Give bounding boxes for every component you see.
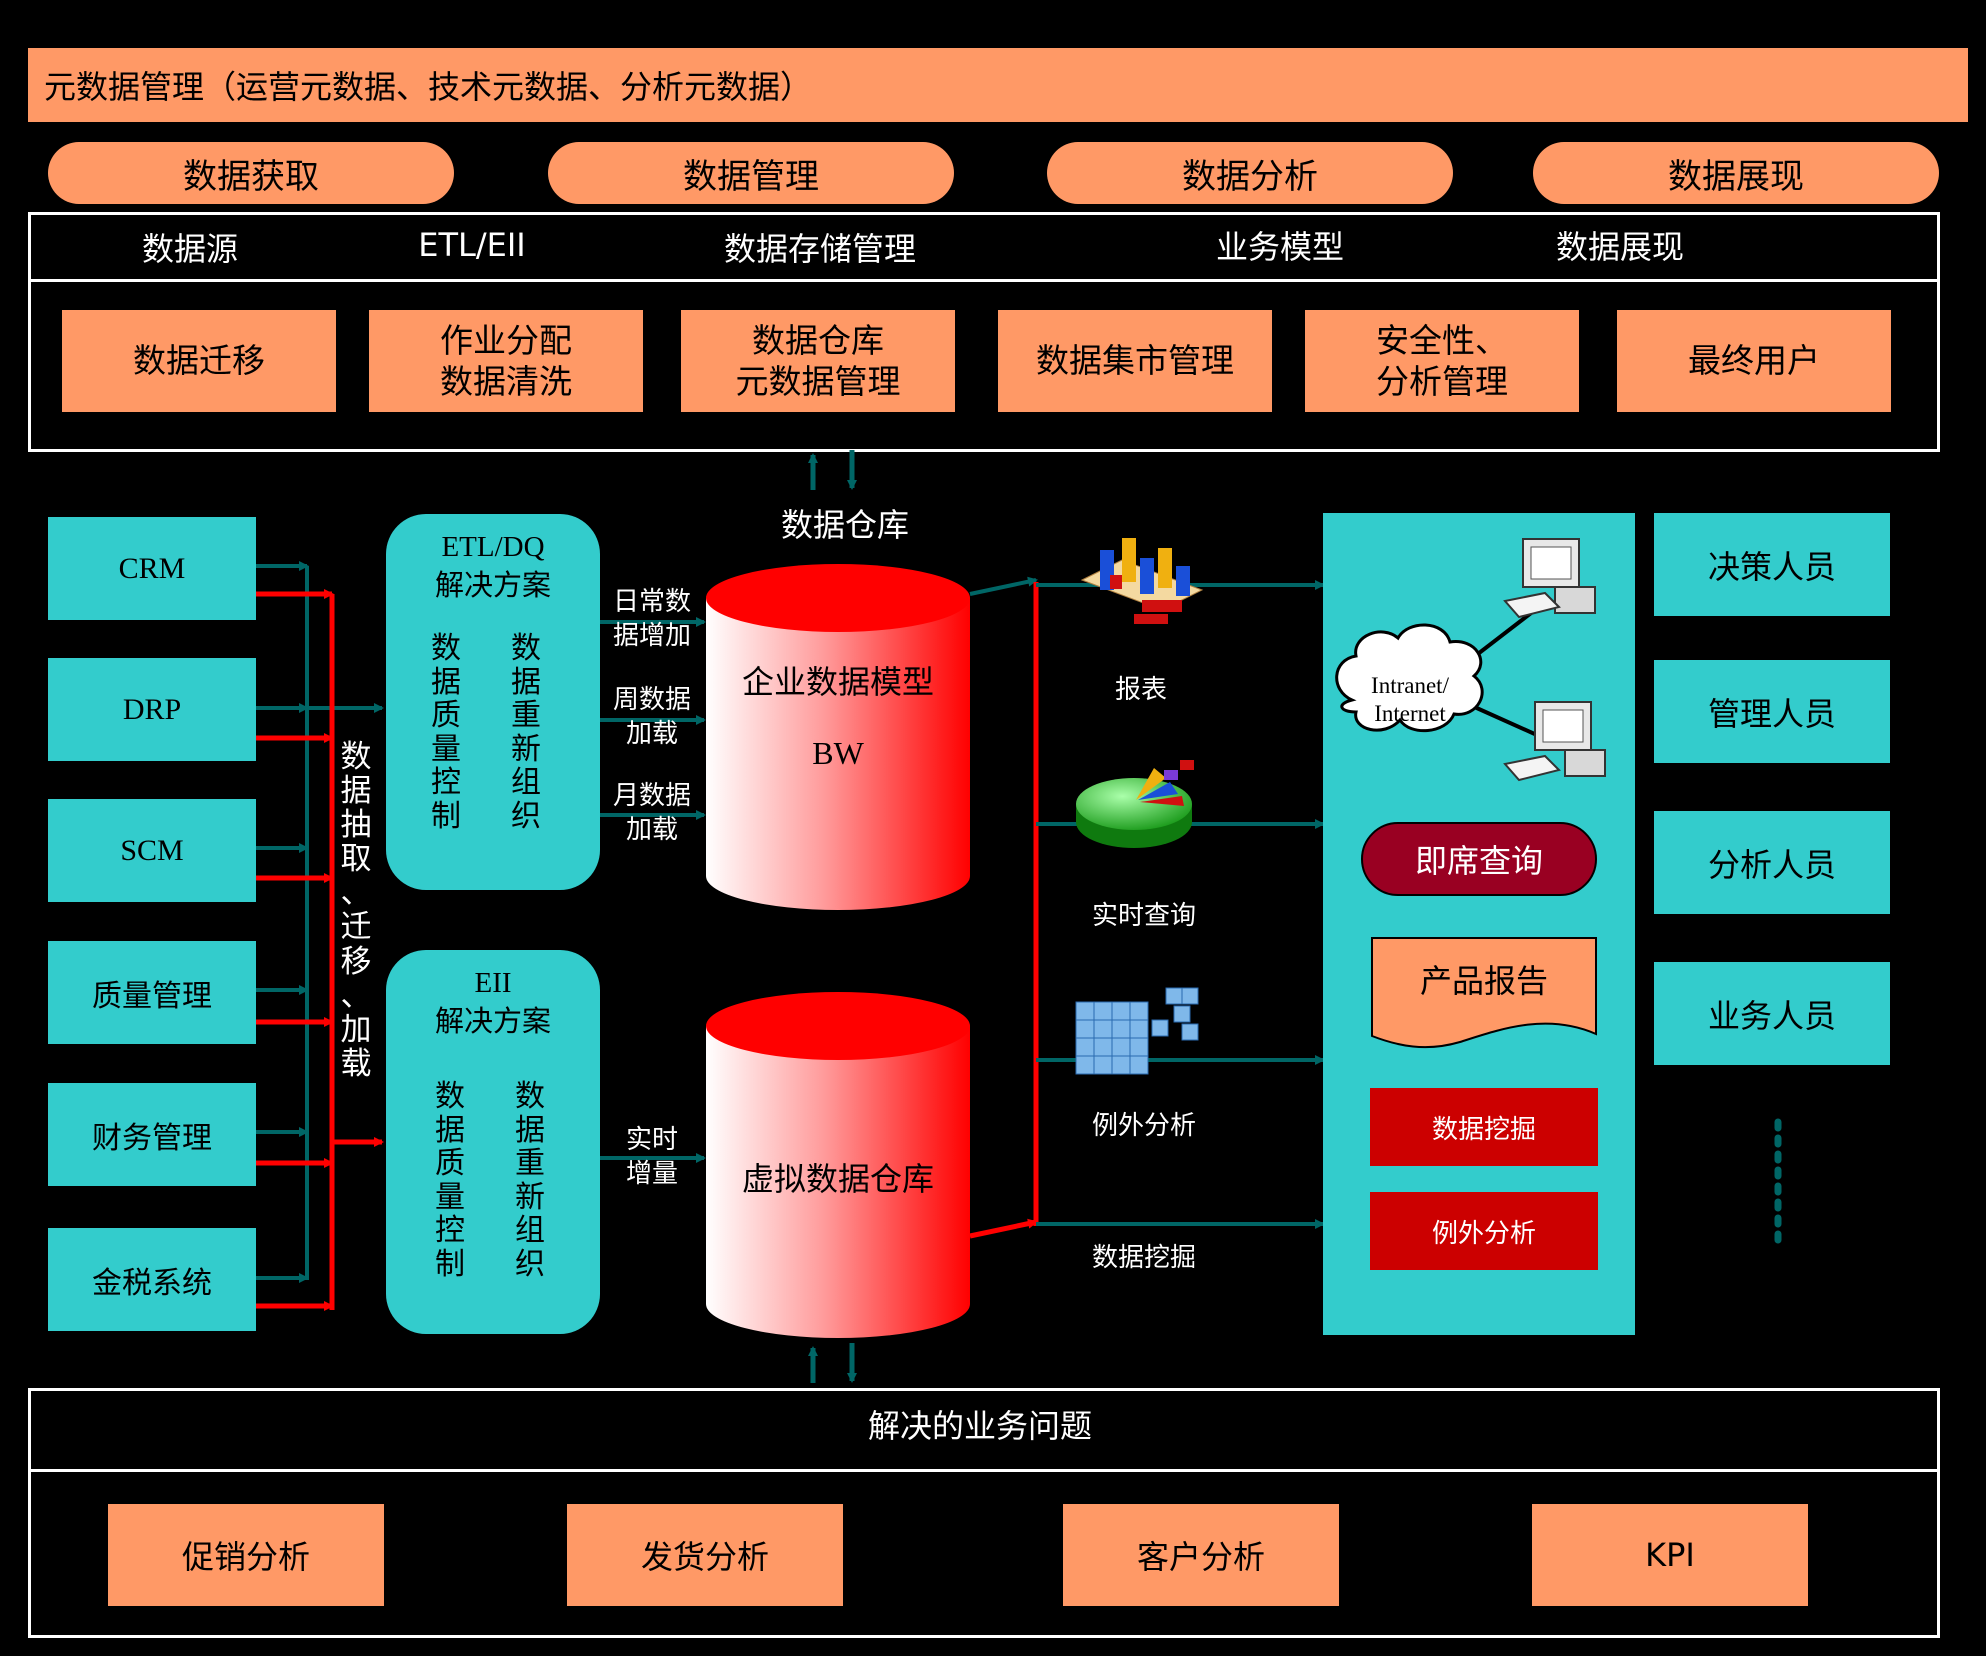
problem-shipment: 发货分析 [567,1504,843,1606]
top-cylinder-output [969,576,1038,596]
eii-quality-control: 数 据 质 量 控 制 [435,1080,465,1281]
cylinder-bottom-title: 虚拟数据仓库 [741,1160,934,1198]
pill-data-acquisition[interactable]: 数据获取 [48,142,454,204]
tool-label-exception: 例外分析 [1091,1111,1196,1141]
source-tax: 金税系统 [48,1228,256,1331]
etl-dq-reorganize: 数 据 重 新 组 织 [511,632,541,833]
dw-up-down-arrows-bottom [808,1343,857,1383]
load-label-weekly: 周数据 加载 [612,685,691,749]
computer-icon [1503,538,1596,619]
user-analysts: 分析人员 [1654,811,1890,914]
tool-label-realtime-query: 实时查询 [1091,901,1196,931]
product-report-label: 产品报告 [1419,962,1548,1000]
pie-chart-icon [1076,760,1194,848]
metadata-bar: 元数据管理（运营元数据、技术元数据、分析元数据） [28,48,1968,122]
business-problems-frame [28,1388,1940,1638]
adhoc-query-button[interactable]: 即席查询 [1361,822,1597,896]
cylinder-top-title: 企业数据模型 [741,663,934,701]
network-label: Intranet/ Internet [1371,673,1449,726]
pill-data-analysis[interactable]: 数据分析 [1047,142,1453,204]
source-drp: DRP [48,658,256,761]
eii-reorganize: 数 据 重 新 组 织 [515,1080,545,1281]
load-label-daily: 日常数 据增加 [612,587,691,651]
bottom-cylinder-output [969,1218,1038,1239]
layer-box-end-user: 最终用户 [1617,310,1891,412]
user-business: 业务人员 [1654,962,1890,1065]
layer-box-migration: 数据迁移 [62,310,336,412]
extract-label: 数 据 抽 取 、 迁 移 、 加 载 [340,739,372,1082]
layer-box-dw-metadata: 数据仓库 元数据管理 [681,310,955,412]
cylinder-virtual-dw [706,992,970,1338]
cloud-icon [1335,623,1484,733]
source-finance: 财务管理 [48,1083,256,1186]
source-scm: SCM [48,799,256,902]
problem-kpi: KPI [1532,1504,1808,1606]
layer-frame [28,212,1940,452]
bar-chart-icon [1080,538,1204,624]
tool-label-report: 报表 [1114,675,1167,705]
user-managers: 管理人员 [1654,660,1890,763]
pill-data-presentation[interactable]: 数据展现 [1533,142,1939,204]
etl-dq-title: ETL/DQ 解决方案 [434,531,551,603]
source-red-bus [256,589,384,1311]
layer-header-storage: 数据存储管理 [723,230,916,268]
layer-box-datamart: 数据集市管理 [998,310,1272,412]
cube-icon [1075,987,1199,1075]
user-decision-makers: 决策人员 [1654,513,1890,616]
layer-header-presentation: 数据展现 [1555,228,1684,266]
tool-label-mining: 数据挖掘 [1091,1243,1196,1273]
problem-promotion: 促销分析 [108,1504,384,1606]
cylinder-top-subtitle: BW [812,734,864,771]
dw-up-down-arrows-top [808,450,857,490]
etl-dq-box: ETL/DQ 解决方案 数 据 质 量 控 制 数 据 重 新 组 织 [386,514,600,890]
source-quality: 质量管理 [48,941,256,1044]
computer-icon [1503,701,1606,782]
data-mining-button[interactable]: 数据挖掘 [1370,1088,1598,1166]
load-label-realtime: 实时 增量 [625,1125,678,1189]
eii-box: EII 解决方案 数 据 质 量 控 制 数 据 重 新 组 织 [386,950,600,1334]
dw-label: 数据仓库 [780,506,909,544]
cylinder-enterprise-model [706,564,970,910]
layer-box-job-cleansing: 作业分配 数据清洗 [369,310,643,412]
problem-customer: 客户分析 [1063,1504,1339,1606]
eii-title: EII 解决方案 [434,967,551,1039]
layer-box-security: 安全性、 分析管理 [1305,310,1579,412]
load-arrows [600,617,706,1163]
business-problems-header: 解决的业务问题 [867,1407,1092,1445]
source-crm: CRM [48,517,256,620]
exception-analysis-button[interactable]: 例外分析 [1370,1192,1598,1270]
product-report-shape [1371,937,1597,1049]
layer-header-model: 业务模型 [1215,228,1344,266]
etl-dq-quality-control: 数 据 质 量 控 制 [431,632,461,833]
layer-header-etl: ETL/EII [418,226,526,264]
layer-header-source: 数据源 [141,230,238,268]
load-label-monthly: 月数据 加载 [612,781,691,845]
pill-data-management[interactable]: 数据管理 [548,142,954,204]
